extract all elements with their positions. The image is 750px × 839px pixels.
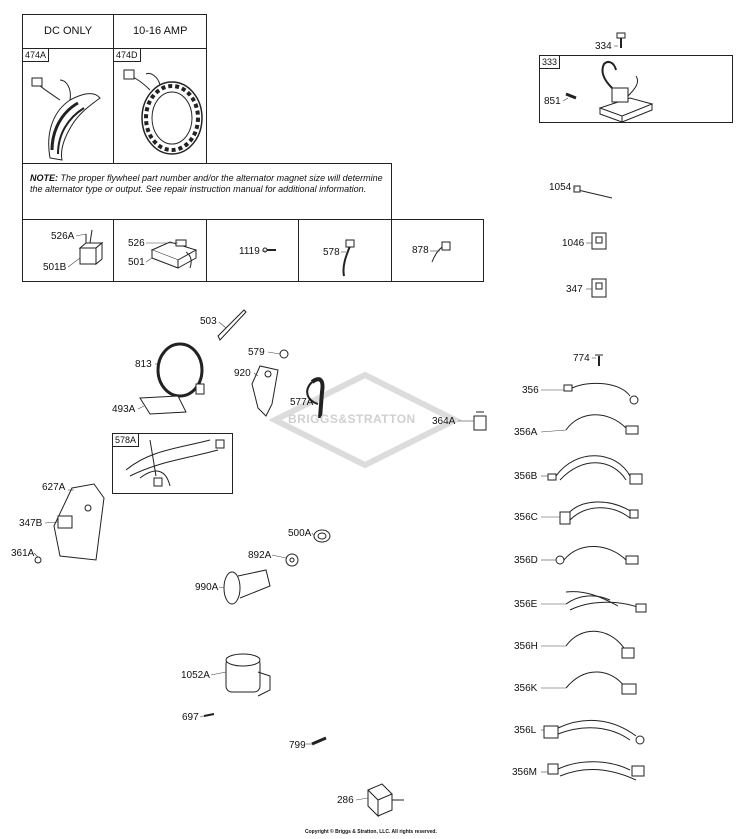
- part-label-493a: 493A: [112, 404, 136, 415]
- watermark-logo: [268, 371, 462, 469]
- wire-356-drawing: [563, 382, 639, 405]
- part-label-503: 503: [200, 316, 217, 327]
- part-label-577a: 577A: [290, 397, 314, 408]
- part-label-356: 356: [522, 385, 539, 396]
- wire-356m-drawing: [547, 761, 645, 781]
- part-label-364a: 364A: [432, 416, 456, 427]
- leader-lines: [33, 45, 618, 801]
- fuse-799-drawing: [311, 736, 327, 746]
- part-label-356l: 356L: [514, 725, 537, 736]
- part-label-356k: 356K: [514, 683, 538, 694]
- part-label-627a: 627A: [42, 482, 66, 493]
- part-label-356a: 356A: [514, 427, 538, 438]
- nut-892a-drawing: [285, 553, 299, 567]
- part-label-1119: 1119: [239, 246, 260, 257]
- sensor-364a-drawing: [473, 411, 487, 431]
- bracket-920-drawing: [251, 365, 279, 417]
- tag-474a: 474A: [23, 49, 50, 62]
- note-text-block: NOTE: The proper flywheel part number an…: [30, 173, 385, 195]
- washer-500a-drawing: [313, 529, 331, 543]
- part-label-356d: 356D: [514, 555, 538, 566]
- regulator-501-drawing: [150, 239, 198, 269]
- tag-578a: 578A: [113, 434, 140, 447]
- rectifier-286-drawing: [367, 783, 404, 818]
- solenoid-1052a-drawing: [225, 653, 271, 697]
- wire-356d-drawing: [555, 546, 639, 565]
- watermark-text: BRIGGS&STRATTON: [288, 412, 416, 426]
- part-label-356c: 356C: [514, 512, 538, 523]
- switch-347b-drawing: [57, 515, 73, 529]
- bracket-627a-drawing: [53, 483, 105, 561]
- part-label-334: 334: [595, 41, 612, 52]
- part-label-361a: 361A: [11, 548, 35, 559]
- part-label-501b: 501B: [43, 262, 67, 273]
- clamp-813-drawing: [156, 342, 205, 398]
- part-label-579: 579: [248, 347, 265, 358]
- part-label-1054: 1054: [549, 182, 572, 193]
- screw-361a-drawing: [34, 556, 42, 564]
- wire-356a-drawing: [565, 414, 639, 435]
- wire-356k-drawing: [565, 671, 637, 695]
- part-label-526a: 526A: [51, 231, 75, 242]
- harness-578a-drawing: [125, 439, 225, 487]
- part-label-578: 578: [323, 247, 340, 258]
- part-label-347b: 347B: [19, 518, 43, 529]
- part-label-1046: 1046: [562, 238, 585, 249]
- table-header-10-16-amp: 10-16 AMP: [133, 25, 188, 37]
- part-label-286: 286: [337, 795, 354, 806]
- part-label-501: 501: [128, 257, 145, 268]
- part-label-892a: 892A: [248, 550, 272, 561]
- nut-579-drawing: [279, 349, 289, 359]
- part-label-697: 697: [182, 712, 199, 723]
- tag-333: 333: [540, 56, 561, 69]
- part-label-878: 878: [412, 245, 429, 256]
- parts-table-grid: [22, 14, 733, 494]
- wire-356e-drawing: [565, 591, 647, 613]
- part-label-990a: 990A: [195, 582, 219, 593]
- screw-697-drawing: [203, 713, 215, 717]
- stator-474a-drawing: [31, 77, 101, 161]
- wire-356l-drawing: [543, 719, 645, 745]
- part-label-356e: 356E: [514, 599, 538, 610]
- part-label-920: 920: [234, 368, 251, 379]
- part-label-813: 813: [135, 359, 152, 370]
- connector-347-drawing: [591, 278, 607, 298]
- cable-tie-1054-drawing: [573, 185, 613, 199]
- part-label-799: 799: [289, 740, 306, 751]
- stator-474d-drawing: [123, 69, 203, 155]
- rectifier-501b-drawing: [78, 229, 104, 266]
- copyright-notice: Copyright © Briggs & Stratton, LLC. All …: [305, 829, 437, 835]
- ignition-coil-333-drawing: [565, 32, 654, 123]
- part-label-526: 526: [128, 238, 145, 249]
- knob-990a-drawing: [223, 569, 271, 605]
- part-label-500a: 500A: [288, 528, 312, 539]
- part-label-347: 347: [566, 284, 583, 295]
- connector-1046-drawing: [591, 232, 607, 250]
- strap-503-drawing: [217, 309, 247, 341]
- part-label-851: 851: [544, 96, 561, 107]
- part-label-356m: 356M: [512, 767, 538, 778]
- wire-356b-drawing: [547, 455, 643, 485]
- table-header-dc-only: DC ONLY: [44, 25, 93, 37]
- part-label-774: 774: [573, 353, 590, 364]
- part-label-356h: 356H: [514, 641, 538, 652]
- wire-356h-drawing: [565, 630, 635, 659]
- wire-878-drawing: [431, 241, 451, 263]
- part-label-1052a: 1052A: [181, 670, 210, 681]
- note-body: The proper flywheel part number and/or t…: [30, 173, 383, 194]
- note-prefix: NOTE:: [30, 173, 58, 183]
- tag-474d: 474D: [114, 49, 141, 62]
- screw-1119-drawing: [262, 247, 276, 253]
- screw-774-drawing: [595, 354, 603, 366]
- bracket-493a-drawing: [139, 395, 187, 415]
- part-label-356b: 356B: [514, 471, 538, 482]
- wire-356c-drawing: [559, 501, 639, 525]
- wire-578-drawing: [342, 239, 355, 277]
